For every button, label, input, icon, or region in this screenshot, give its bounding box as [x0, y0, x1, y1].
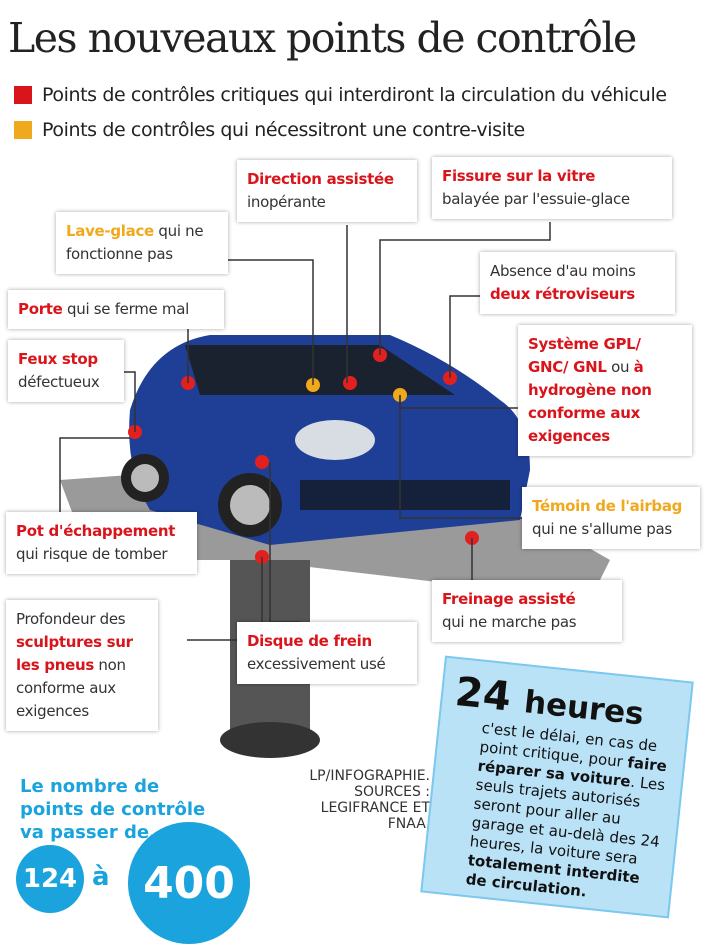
label-text: Absence d'au moins [490, 262, 636, 280]
label-freinage: Freinage assisté qui ne marche pas [432, 580, 622, 642]
delay-text: c'est le délai, en cas de point critique… [465, 719, 674, 909]
label-disque-frein: Disque de frein excessivement usé [237, 622, 417, 684]
label-text: excessivement usé [247, 655, 386, 673]
label-airbag: Témoin de l'airbag qui ne s'allume pas [522, 487, 700, 549]
delay-box: 24 heures c'est le délai, en cas de poin… [420, 655, 694, 919]
lift-base [220, 722, 320, 758]
delay-number: 24 [452, 668, 514, 721]
label-porte: Porte qui se ferme mal [8, 290, 224, 329]
label-highlight: Feux stop [18, 350, 98, 368]
rim [131, 464, 159, 492]
legend-label: Points de contrôles critiques qui interd… [42, 84, 667, 106]
rim [230, 485, 270, 525]
count-from-badge: 124 [16, 845, 84, 913]
label-text: inopérante [247, 193, 326, 211]
count-text: Le nombre de points de contrôle va passe… [20, 776, 206, 843]
sources: LP/INFOGRAPHIE. SOURCES : LEGIFRANCE ET … [309, 768, 430, 832]
legend-critical: Points de contrôles critiques qui interd… [14, 84, 667, 106]
label-highlight: Disque de frein [247, 632, 372, 650]
label-text: qui ne marche pas [442, 613, 577, 631]
label-highlight: Pot d'échappement [16, 522, 176, 540]
label-text: Profondeur des [16, 610, 126, 628]
label-highlight: Système GPL/ GNC/ GNL [528, 335, 641, 376]
red-square-icon [14, 86, 32, 104]
label-text: qui ne s'allume pas [532, 520, 672, 538]
car-windows [185, 345, 455, 395]
label-retroviseurs: Absence d'au moins deux rétroviseurs [480, 252, 675, 314]
label-highlight: Fissure sur la vitre [442, 167, 596, 185]
count-to-badge: 400 [128, 822, 250, 944]
label-highlight: Témoin de l'airbag [532, 497, 683, 515]
legend-contre-visite: Points de contrôles qui nécessitront une… [14, 119, 525, 141]
label-systeme-gpl: Système GPL/ GNC/ GNL ou à hydrogène non… [518, 325, 692, 456]
label-text: défectueux [18, 373, 100, 391]
label-highlight: deux rétroviseurs [490, 285, 635, 303]
label-text: balayée par l'essuie-glace [442, 190, 630, 208]
label-highlight: Freinage assisté [442, 590, 576, 608]
label-pneus: Profondeur des sculptures sur les pneus … [6, 600, 158, 731]
count-to-word: à [92, 862, 110, 892]
label-lave-glace: Lave-glace qui ne fonctionne pas [56, 212, 228, 274]
label-text: non conforme aux exigences [16, 656, 126, 720]
label-fissure-vitre: Fissure sur la vitre balayée par l'essuie… [432, 157, 672, 219]
label-highlight: Lave-glace [66, 222, 154, 240]
label-text: ou [606, 358, 634, 376]
label-highlight: à hydrogène non conforme aux exigences [528, 358, 652, 445]
headlight [295, 420, 375, 460]
label-highlight: sculptures sur les pneus [16, 633, 133, 674]
label-text: qui risque de tomber [16, 545, 168, 563]
page-title: Les nouveaux points de contrôle [8, 14, 637, 62]
label-highlight: Porte [18, 300, 63, 318]
label-pot-echappement: Pot d'échappement qui risque de tomber [6, 512, 197, 574]
label-feux-stop: Feux stop défectueux [8, 340, 124, 402]
legend-label: Points de contrôles qui nécessitront une… [42, 119, 525, 141]
grille [300, 480, 510, 510]
yellow-square-icon [14, 121, 32, 139]
label-direction-assistee: Direction assistée inopérante [237, 160, 417, 222]
label-highlight: Direction assistée [247, 170, 394, 188]
label-text: qui ne fonctionne pas [66, 222, 204, 263]
label-text: qui se ferme mal [62, 300, 189, 318]
